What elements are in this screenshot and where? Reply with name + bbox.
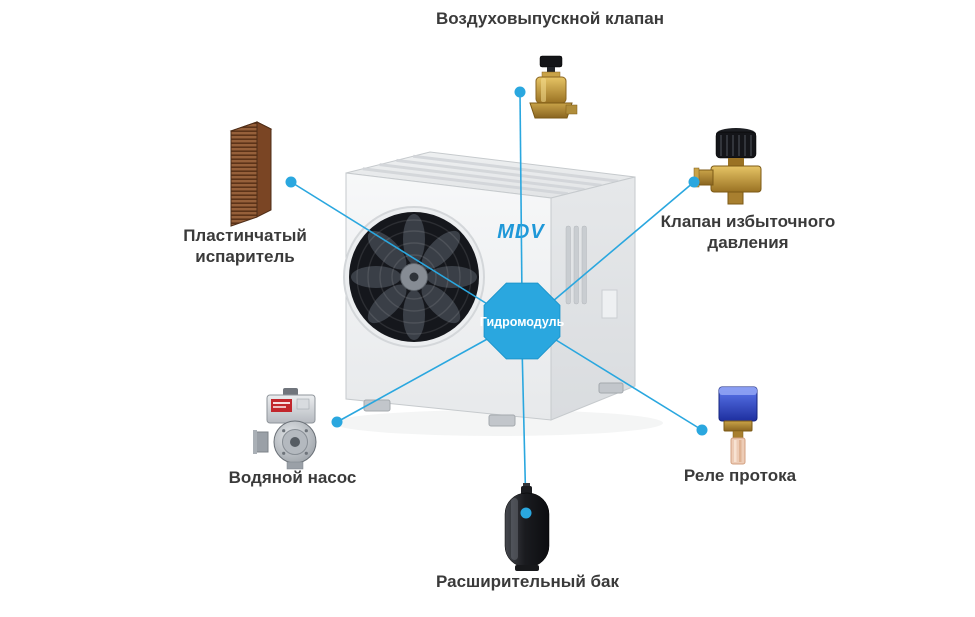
connector-line-pump <box>336 331 501 423</box>
connector-line-pressure-valve <box>539 181 695 313</box>
label-plate-evaporator: Пластинчатый испаритель <box>183 226 307 267</box>
pressure-relief-valve-image <box>693 128 762 205</box>
hydromodule-octagon <box>483 282 561 360</box>
water-pump-image <box>253 388 317 470</box>
connector-dot-pump <box>331 416 343 428</box>
connector-dot-expansion-tank <box>520 507 532 519</box>
fan-blades <box>351 214 477 340</box>
hydromodule-hub: Гидромодуль <box>480 282 565 360</box>
connector-dot-pressure-valve <box>688 176 700 188</box>
valve-cap <box>539 55 563 68</box>
unit-side-vent-slats <box>565 225 587 305</box>
connector-dots <box>285 86 708 519</box>
grille-rings <box>356 219 472 335</box>
label-air-vent-valve: Воздуховыпускной клапан <box>436 9 664 28</box>
label-water-pump: Водяной насос <box>228 468 357 487</box>
connector-line-flow-switch <box>542 331 703 431</box>
connector-dot-air-vent <box>514 86 526 98</box>
outdoor-unit: MDV <box>333 151 663 436</box>
hydromodule-label: Гидромодуль <box>480 315 565 329</box>
connector-line-air-vent <box>519 91 523 301</box>
air-vent-valve-image <box>529 55 578 119</box>
unit-top-vent-stripes <box>362 154 619 196</box>
fan-grille <box>343 206 485 348</box>
pump-red-label <box>271 399 292 412</box>
flow-switch-image <box>718 386 758 465</box>
connector-lines <box>290 91 703 514</box>
valve-hex-base <box>529 102 573 119</box>
connector-dot-evaporator <box>285 176 297 188</box>
expansion-tank-image <box>504 483 550 571</box>
connector-dot-flow-switch <box>696 424 708 436</box>
evaporator-image <box>229 121 273 227</box>
flow-switch-paddle <box>730 437 746 465</box>
unit-feet <box>363 382 624 427</box>
label-pressure-relief-valve: Клапан избыточного давления <box>660 212 836 253</box>
connector-line-evaporator <box>290 181 506 316</box>
valve-brass-body <box>710 165 762 193</box>
unit-nameplate <box>601 289 618 319</box>
label-expansion-tank: Расширительный бак <box>436 572 619 591</box>
valve-body <box>535 76 567 104</box>
label-flow-switch: Реле протока <box>683 466 797 485</box>
